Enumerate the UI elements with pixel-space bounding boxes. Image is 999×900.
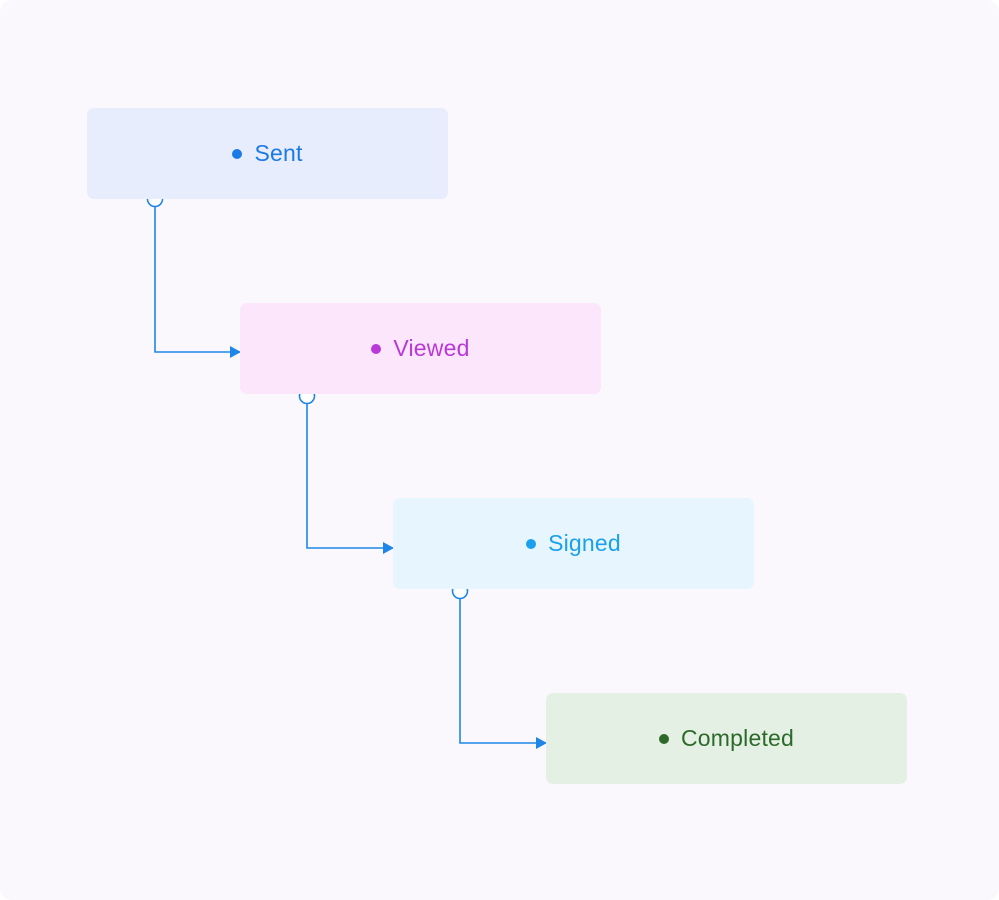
connector-signed-to-completed	[459, 598, 547, 749]
stage-label: Signed	[548, 530, 621, 556]
connector-viewed-to-signed	[306, 403, 394, 554]
stage-node-signed[interactable]: Signed	[393, 498, 754, 589]
status-dot-icon	[658, 733, 669, 744]
stage-label: Sent	[254, 140, 303, 166]
status-dot-icon	[526, 538, 537, 549]
stage-node-sent[interactable]: Sent	[87, 108, 448, 199]
status-dot-icon	[371, 343, 382, 354]
stage-label: Viewed	[393, 335, 470, 361]
stage-node-viewed[interactable]: Viewed	[240, 303, 601, 394]
status-dot-icon	[232, 148, 243, 159]
connector-sent-to-viewed	[154, 206, 241, 358]
stage-node-completed[interactable]: Completed	[546, 693, 907, 784]
stage-label: Completed	[680, 725, 795, 751]
